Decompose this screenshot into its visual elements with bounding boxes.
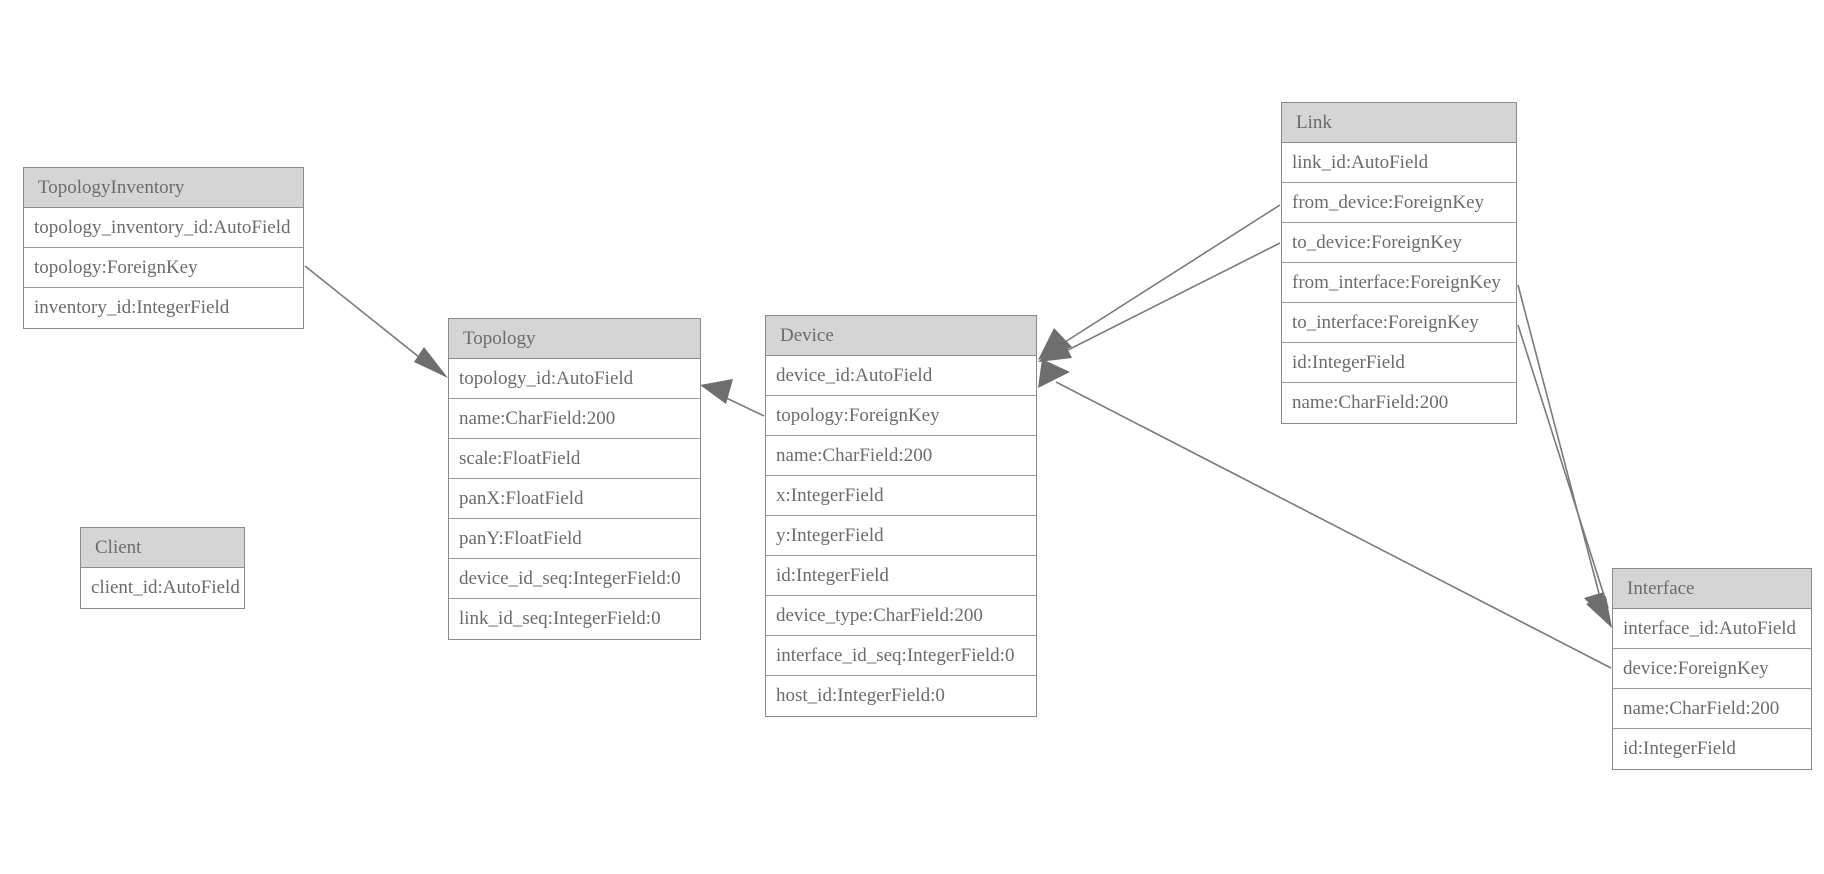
entity-field[interactable]: topology_inventory_id:AutoField xyxy=(24,208,303,248)
entity-box-client[interactable]: Client client_id:AutoField xyxy=(80,527,245,609)
entity-field[interactable]: client_id:AutoField xyxy=(91,577,240,598)
entity-field[interactable]: link_id_seq:IntegerField:0 xyxy=(459,608,661,629)
relation-link-to-interface-to-interface xyxy=(1517,324,1612,628)
entity-field[interactable]: name:CharField:200 xyxy=(449,399,700,439)
relation-link-from-interface-to-interface xyxy=(1517,284,1612,628)
entity-field[interactable]: link_id:AutoField xyxy=(1282,143,1516,183)
entity-field[interactable]: topology:ForeignKey xyxy=(24,248,303,288)
entity-field[interactable]: id:IntegerField xyxy=(1623,738,1736,759)
entity-title-device: Device xyxy=(766,316,1036,356)
entity-field[interactable]: name:CharField:200 xyxy=(1292,392,1449,413)
entity-field[interactable]: device:ForeignKey xyxy=(1613,649,1811,689)
entity-field[interactable]: device_id:AutoField xyxy=(766,356,1036,396)
entity-box-topologyinventory[interactable]: TopologyInventory topology_inventory_id:… xyxy=(23,167,304,329)
entity-title-interface: Interface xyxy=(1613,569,1811,609)
relation-link-to-device-to-device xyxy=(1038,242,1281,362)
entity-field[interactable]: device_id_seq:IntegerField:0 xyxy=(449,559,700,599)
entity-field[interactable]: y:IntegerField xyxy=(766,516,1036,556)
entity-box-device[interactable]: Device device_id:AutoField topology:Fore… xyxy=(765,315,1037,717)
entity-field[interactable]: topology_id:AutoField xyxy=(449,359,700,399)
entity-field[interactable]: from_interface:ForeignKey xyxy=(1282,263,1516,303)
entity-box-topology[interactable]: Topology topology_id:AutoField name:Char… xyxy=(448,318,701,640)
entity-field[interactable]: to_interface:ForeignKey xyxy=(1282,303,1516,343)
entity-field[interactable]: id:IntegerField xyxy=(766,556,1036,596)
relation-topologyinventory-to-topology xyxy=(304,265,448,378)
entity-field[interactable]: panX:FloatField xyxy=(449,479,700,519)
entity-field[interactable]: inventory_id:IntegerField xyxy=(34,297,230,318)
entity-field[interactable]: device_type:CharField:200 xyxy=(766,596,1036,636)
relation-device-to-topology xyxy=(700,379,765,417)
entity-field[interactable]: id:IntegerField xyxy=(1282,343,1516,383)
entity-field[interactable]: interface_id:AutoField xyxy=(1613,609,1811,649)
entity-field[interactable]: panY:FloatField xyxy=(449,519,700,559)
entity-title-topologyinventory: TopologyInventory xyxy=(24,168,303,208)
entity-field[interactable]: x:IntegerField xyxy=(766,476,1036,516)
entity-title-client: Client xyxy=(81,528,244,568)
entity-title-link: Link xyxy=(1282,103,1516,143)
entity-title-topology: Topology xyxy=(449,319,700,359)
entity-field[interactable]: from_device:ForeignKey xyxy=(1282,183,1516,223)
entity-field[interactable]: to_device:ForeignKey xyxy=(1282,223,1516,263)
relation-link-from-device-to-device xyxy=(1038,204,1281,360)
entity-box-interface[interactable]: Interface interface_id:AutoField device:… xyxy=(1612,568,1812,770)
entity-field[interactable]: scale:FloatField xyxy=(449,439,700,479)
entity-field[interactable]: interface_id_seq:IntegerField:0 xyxy=(766,636,1036,676)
entity-field[interactable]: name:CharField:200 xyxy=(1613,689,1811,729)
entity-box-link[interactable]: Link link_id:AutoField from_device:Forei… xyxy=(1281,102,1517,424)
entity-field[interactable]: host_id:IntegerField:0 xyxy=(776,685,945,706)
entity-field[interactable]: name:CharField:200 xyxy=(766,436,1036,476)
entity-field[interactable]: topology:ForeignKey xyxy=(766,396,1036,436)
